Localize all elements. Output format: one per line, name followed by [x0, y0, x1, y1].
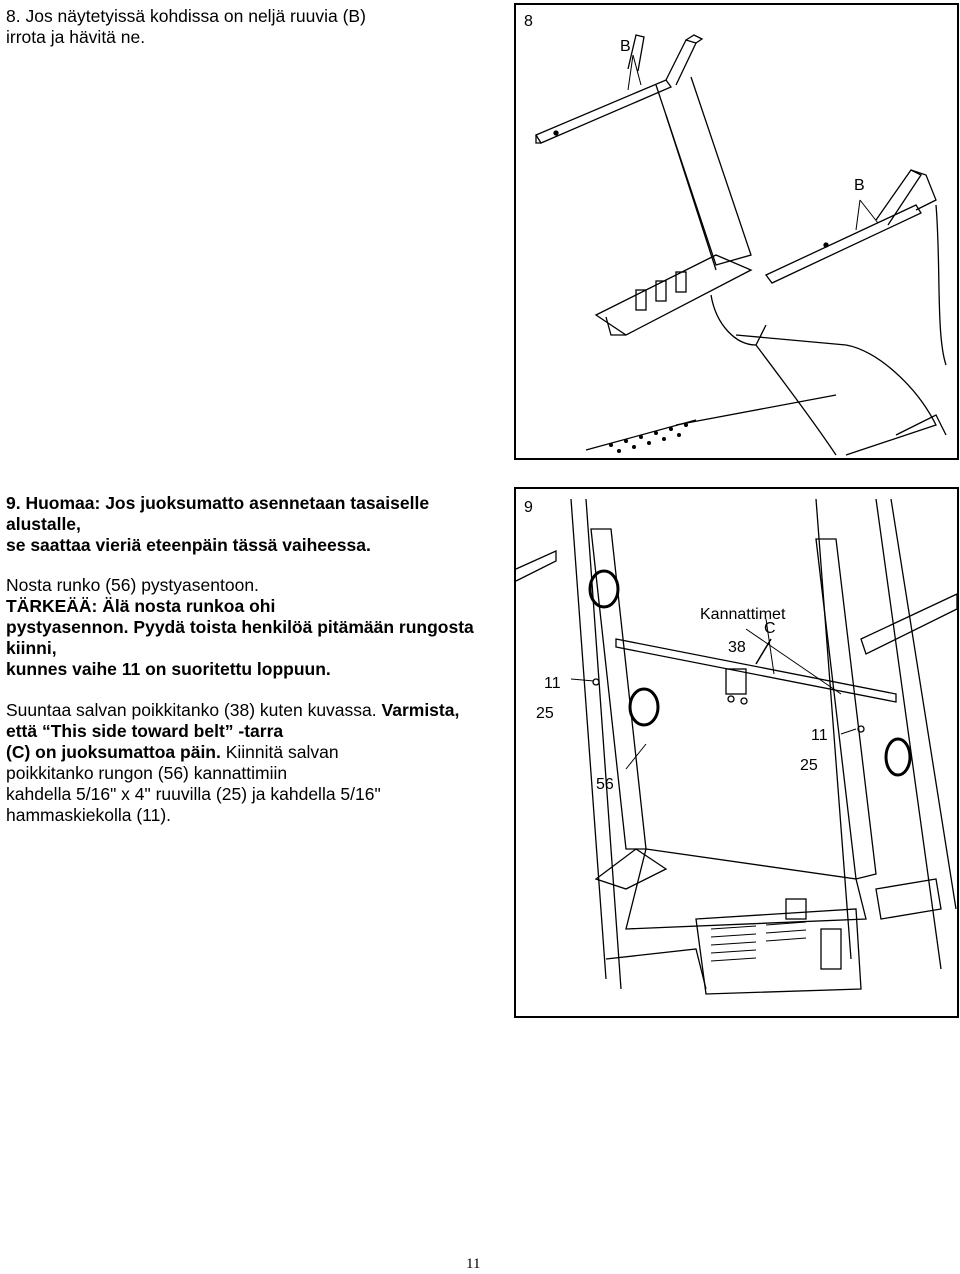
step9-para1-line5: kunnes vaihe 11 on suoritettu loppuun. — [6, 659, 331, 679]
step9-para2-line3-bold: (C) on juoksumattoa päin. — [6, 742, 221, 762]
step9-para2-line3: (C) on juoksumattoa päin. Kiinnitä salva… — [6, 742, 339, 763]
step9-figure-number: 9 — [524, 499, 533, 516]
step9-para2-line4: poikkitanko rungon (56) kannattimiin — [6, 763, 288, 783]
label-25-right: 25 — [800, 757, 818, 774]
step8-text-line2: irrota ja hävitä ne. — [6, 27, 146, 47]
page-number: 11 — [466, 1256, 481, 1272]
label-c: C — [764, 620, 776, 637]
step9-drawing — [516, 498, 957, 995]
label-56: 56 — [596, 776, 614, 793]
step9-para2-line1: Suuntaa salvan poikkitanko (38) kuten ku… — [6, 700, 459, 721]
step8-figure: 8 B B — [514, 3, 959, 460]
label-b-lower: B — [854, 177, 865, 194]
step9-warning-line3: se saattaa vieriä eteenpäin tässä vaihee… — [6, 535, 371, 555]
step9-para1-line2: TÄRKEÄÄ: Älä nosta runkoa ohi — [6, 596, 276, 616]
step9-para2-line1-bold: Varmista, — [376, 700, 460, 720]
label-11-left: 11 — [544, 675, 561, 692]
label-kannattimet: Kannattimet — [700, 606, 786, 623]
step8-drawing — [535, 34, 947, 456]
step8-figure-number: 8 — [524, 13, 533, 30]
step8-text-line1: 8. Jos näytetyissä kohdissa on neljä ruu… — [6, 6, 366, 26]
step9-warning-line2: alustalle, — [6, 514, 81, 534]
step9-para2-line2: että “This side toward belt” -tarra — [6, 721, 284, 741]
step9-figure: 9 Kannattimet C 38 11 25 56 11 25 — [514, 487, 959, 1018]
step9-para2-line3-normal: Kiinnitä salvan — [220, 742, 339, 762]
label-38: 38 — [728, 639, 746, 656]
step9-para2-line1-normal: Suuntaa salvan poikkitanko (38) kuten ku… — [6, 700, 377, 720]
label-25-left: 25 — [536, 705, 554, 722]
label-11-right: 11 — [811, 727, 828, 744]
step9-para2-line5: kahdella 5/16" x 4" ruuvilla (25) ja kah… — [6, 784, 381, 804]
label-b-upper: B — [620, 38, 631, 55]
step9-para1-line3-start: pystyasennon. — [6, 617, 129, 637]
step9-para1-line1: Nosta runko (56) pystyasentoon. — [6, 575, 259, 595]
step9-para1-line3-rest: Pyydä toista henkilöä pitämään rungosta — [128, 617, 474, 637]
step9-warning-line1: 9. Huomaa: Jos juoksumatto asennetaan ta… — [6, 493, 430, 513]
step9-para1-line4: kiinni, — [6, 638, 57, 658]
step9-para2-line6: hammaskiekolla (11). — [6, 805, 172, 825]
step9-para1-line3: pystyasennon. Pyydä toista henkilöä pitä… — [6, 617, 474, 638]
